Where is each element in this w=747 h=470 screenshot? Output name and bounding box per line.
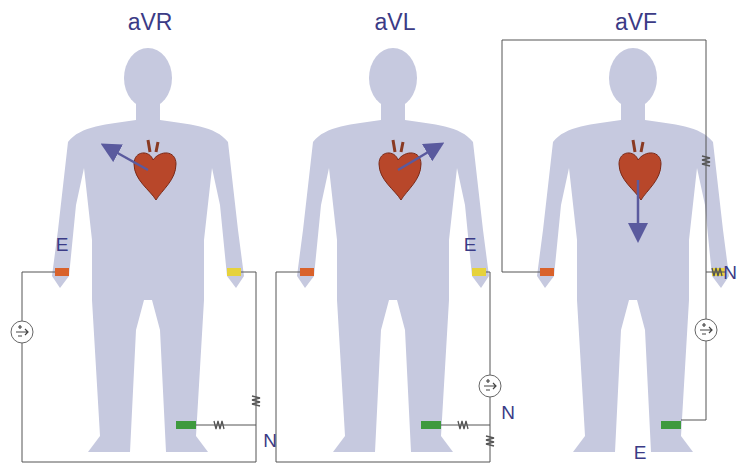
electrode-label: N [263, 431, 277, 450]
electrode-label: E [464, 235, 477, 254]
electrode-label: N [723, 263, 737, 282]
electrode-label: E [634, 443, 647, 462]
electrode-label: E [56, 235, 69, 254]
lead-title: aVL [375, 11, 416, 34]
lead-title: aVR [128, 11, 173, 34]
lead-title: aVF [615, 11, 657, 34]
electrode-label: N [501, 403, 515, 422]
